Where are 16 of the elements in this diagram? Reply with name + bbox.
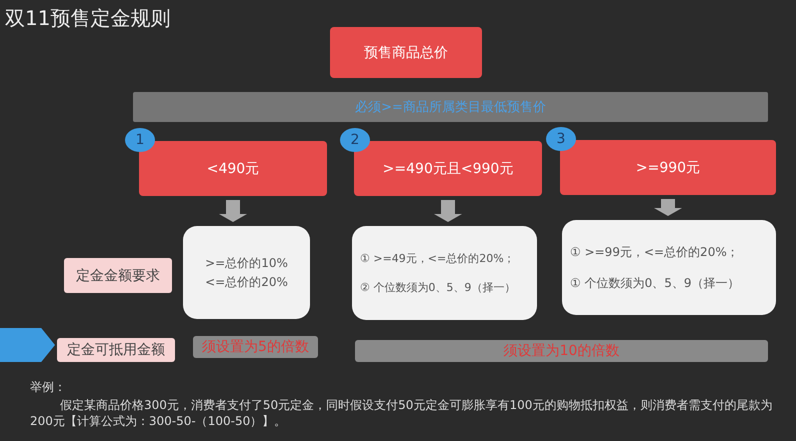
row-label: 定金金额要求 — [64, 258, 172, 293]
label-heading: 举例： — [30, 379, 67, 395]
total-price-box: 预售商品总价 — [330, 27, 482, 78]
arrow — [219, 200, 247, 222]
number-badge: 2 — [340, 128, 370, 152]
arrow — [654, 199, 682, 216]
multiple-band: 须设置为5的倍数 — [193, 336, 318, 358]
arrow — [434, 200, 462, 222]
title: 双11预售定金规则 — [5, 5, 170, 32]
number-badge: 3 — [546, 127, 576, 151]
rule-band: 必须>=商品所属类目最低预售价 — [133, 92, 768, 122]
pointer-tag — [0, 328, 55, 362]
multiple-band: 须设置为10的倍数 — [355, 340, 768, 362]
number-badge: 1 — [125, 128, 155, 152]
example-paragraph: 假定某商品价格300元，消费者支付了50元定金，同时假设支付50元定金可膨胀享有100元的购物抵扣权益，则消费者需支付的尾款为200元【计算公式为：300-50-（100-50）】。 — [30, 397, 774, 429]
row-label: 定金可抵用金额 — [57, 338, 175, 362]
